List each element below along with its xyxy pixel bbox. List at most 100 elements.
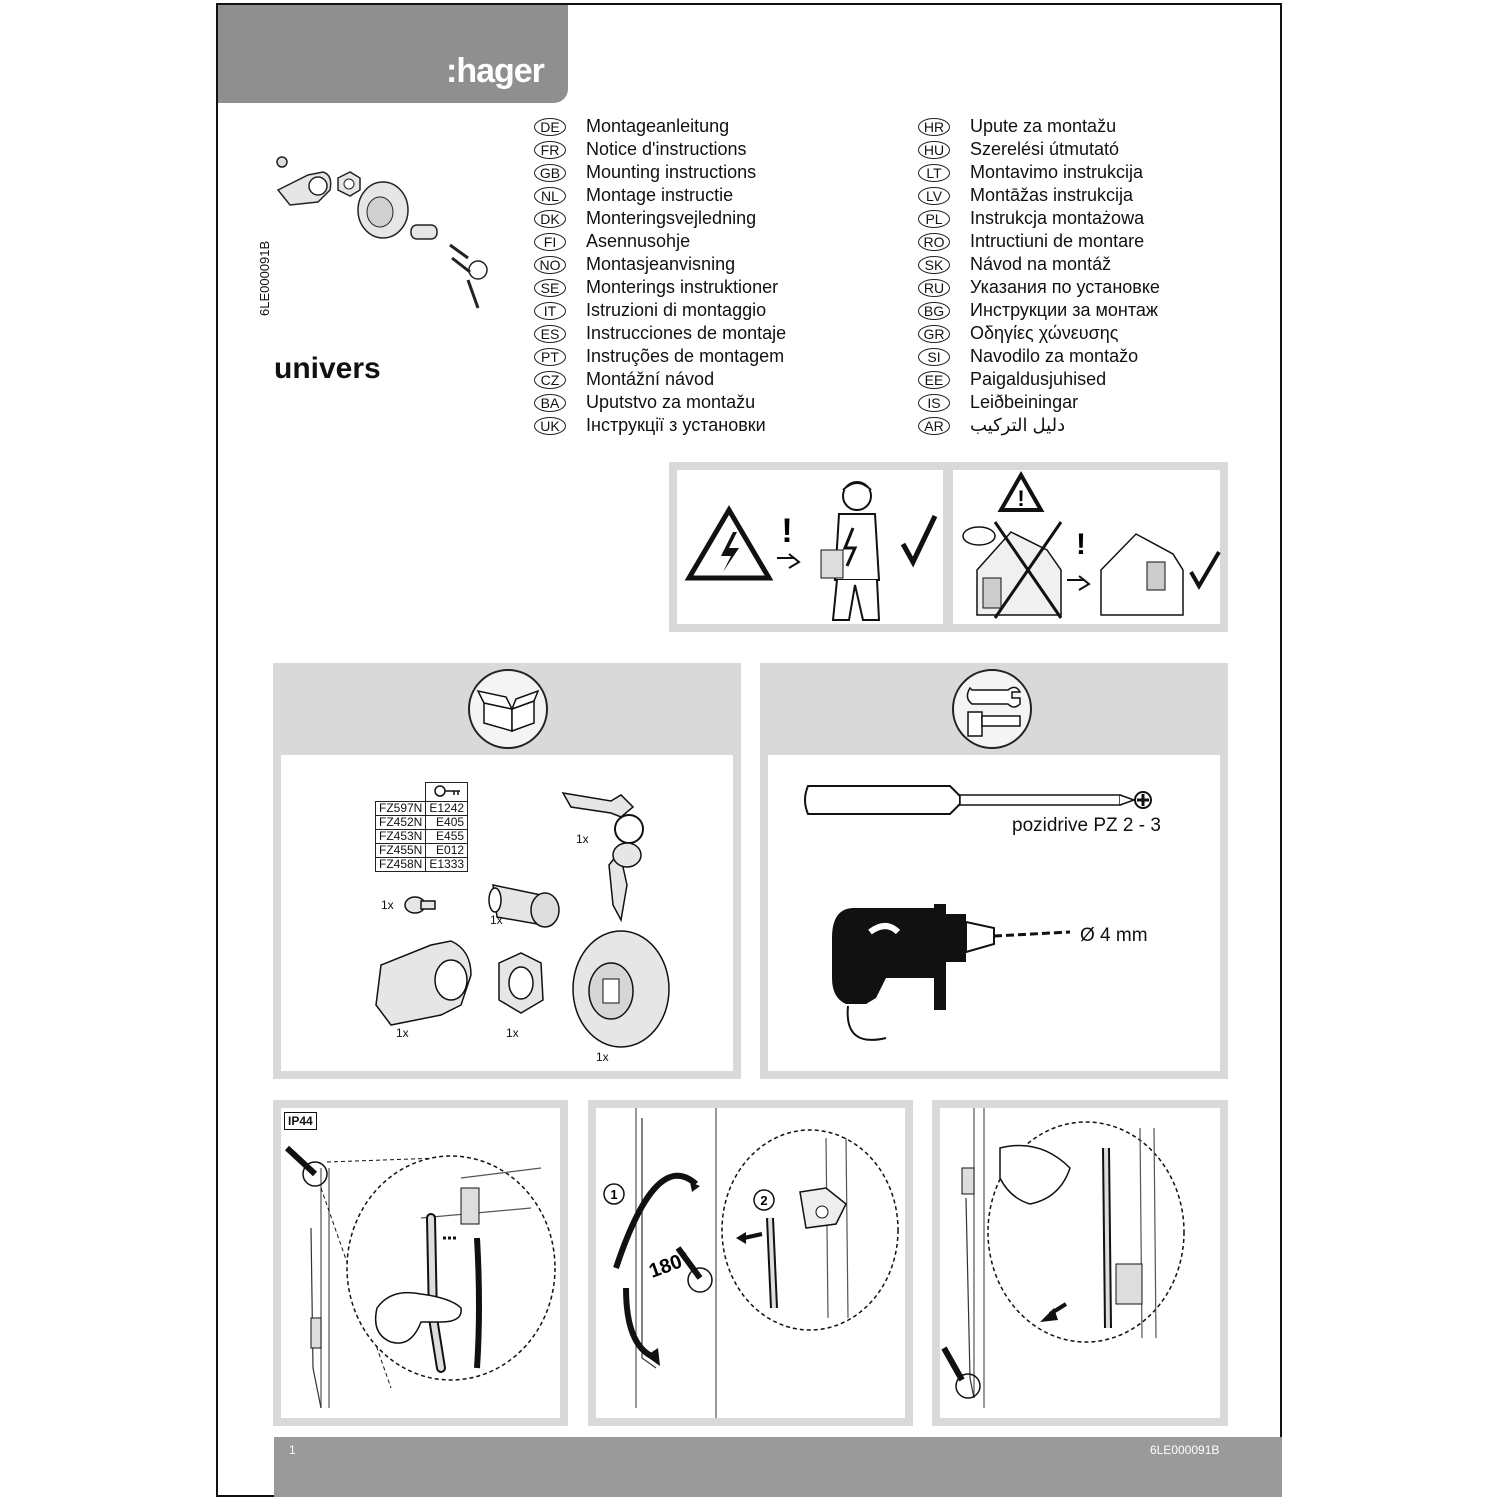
quantity-handle: 1x [596,1050,609,1064]
document-code-vertical: 6LE000091B [257,240,272,316]
step-number-1-badge [603,1183,625,1205]
quantity-screw: 1x [381,898,394,912]
language-item: BA Uputstvo za montažu [534,391,786,414]
cloud-icon [962,526,996,546]
language-title: Montavimo instrukcija [970,162,1144,182]
language-title: Montageanleitung [586,116,730,136]
language-code-badge: IT [534,301,566,320]
cam-drawing [375,940,472,1026]
language-code-badge: HU [918,140,950,159]
language-code-badge: UK [534,416,566,435]
table-cell: FZ453N [374,829,427,844]
table-cell: E405 [425,815,469,830]
brand-header [218,5,568,103]
language-item: EE Paigaldusjuhised [918,368,1160,391]
svg-text:!: ! [781,512,792,550]
language-title: Montāžas instrukcija [970,185,1134,205]
drill-drawing [832,904,1071,1041]
language-item: LT Montavimo instrukcija [918,161,1160,184]
language-code-badge: FI [534,232,566,251]
footer-document-code: 6LE000091B [1150,1443,1220,1457]
quantity-cam: 1x [396,1026,409,1040]
language-item: SK Návod na montáž [918,253,1160,276]
language-code-badge: CZ [534,370,566,389]
language-code-badge: AR [918,416,950,435]
language-title: Montážní návod [586,369,715,389]
key-column-header [425,782,469,802]
quantity-cylinder: 1x [490,913,503,927]
language-code-badge: SK [918,255,950,274]
language-title: Instrucciones de montaje [586,323,787,343]
language-title: Navodilo za montažo [970,346,1139,366]
language-code-badge: BA [534,393,566,412]
product-overview-illustration [276,156,488,309]
language-code-badge: BG [918,301,950,320]
parts-drawings [375,792,670,1048]
step3-push-rod-drawing [941,1108,1185,1408]
screwdriver-drawing [804,785,1152,815]
key-icon [433,784,460,797]
quantity-nut: 1x [506,1026,519,1040]
product-name: univers [274,352,381,385]
language-item: RU Указания по установке [918,276,1160,299]
table-cell: FZ452N [374,815,427,830]
language-title: Monteringsvejledning [586,208,757,228]
table-cell: FZ458N [374,857,427,872]
step-number-1: 1 [610,1187,617,1202]
checkmark-icon [1189,550,1221,590]
footer-bar [274,1437,1282,1497]
language-code-badge: RU [918,278,950,297]
language-title: Uputstvo za montažu [586,392,756,412]
language-code-badge: IS [918,393,950,412]
language-title: Paigaldusjuhised [970,369,1107,389]
language-code-badge: DK [534,209,566,228]
page-number: 1 [289,1443,296,1457]
language-item: CZ Montážní návod [534,368,786,391]
language-item: DE Montageanleitung [534,115,786,138]
screwdriver-label: pozidrive PZ 2 - 3 [1012,815,1161,836]
language-title: Notice d'instructions [586,139,747,159]
checkmark-icon [900,514,938,568]
language-code-badge: PT [534,347,566,366]
tools-icon [952,669,1032,749]
quantity-keys: 1x [576,832,589,846]
language-title: دليل التركيب [970,415,1066,435]
svg-text:!: ! [1076,528,1086,561]
language-code-badge: DE [534,117,566,136]
lock-cylinder-drawing [488,884,560,928]
language-title: Указания по установке [970,277,1160,297]
table-cell: E1333 [425,857,469,872]
svg-text:!: ! [1017,486,1024,511]
keys-drawing [561,792,644,923]
language-title: Οδηγίες χώνευσης [970,323,1119,343]
rotation-angle-label: 180° [646,1248,692,1283]
language-title: Mounting instructions [586,162,757,182]
ip44-badge: IP44 [284,1112,317,1130]
language-code-badge: EE [918,370,950,389]
drill-bit-label: Ø 4 mm [1080,925,1148,946]
step-number-2-badge [753,1189,775,1211]
language-title: Asennusohje [586,231,691,251]
language-title: Návod na montáž [970,254,1112,274]
language-code-badge: LT [918,163,950,182]
language-code-badge: RO [918,232,950,251]
language-item: FI Asennusohje [534,230,786,253]
language-code-badge: PL [918,209,950,228]
wrench-hammer-drawing [966,686,1022,737]
